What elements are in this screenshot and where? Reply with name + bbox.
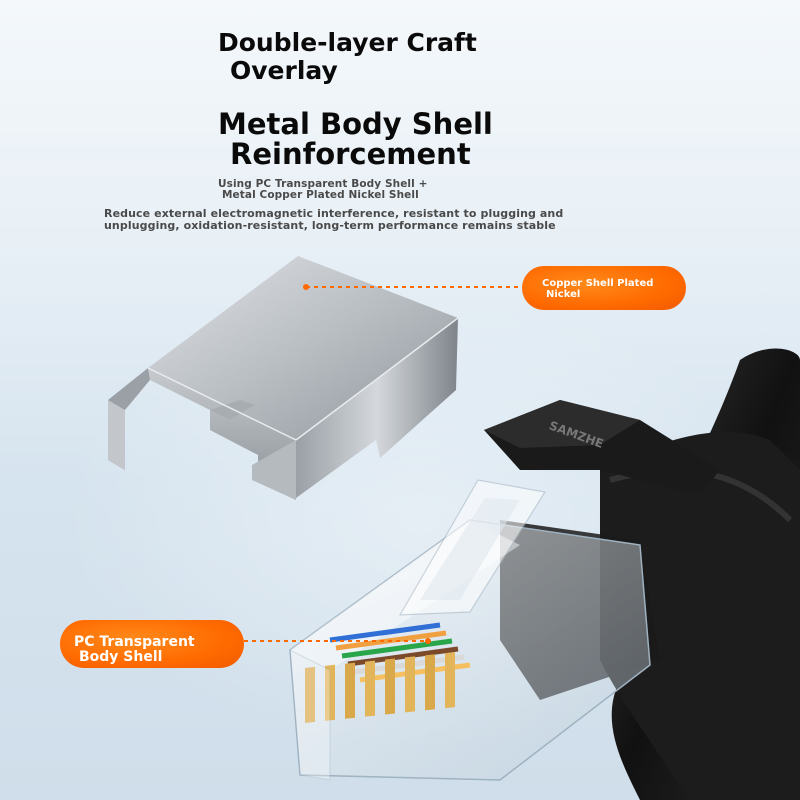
latch-tab: SAMZHE [484, 400, 720, 495]
rj45-connector-icon [289, 479, 660, 781]
subtitle-line-1: Using PC Transparent Body Shell + [218, 178, 428, 190]
subtitle-line-2: Metal Copper Plated Nickel Shell [222, 189, 419, 201]
headline-line-1b: Overlay [230, 56, 338, 85]
gold-contacts [305, 652, 455, 723]
metal-shield-icon [108, 256, 459, 500]
callout-pc-line-2: Body Shell [79, 649, 163, 665]
headline-line-2b: Reinforcement [230, 137, 471, 171]
headline-line-1a: Double-layer Craft [218, 28, 477, 57]
callout-pc-line-1: PC Transparent [74, 634, 195, 650]
callout-copper-shell: Copper Shell Plated Nickel [522, 266, 686, 310]
callout-copper-line-1: Copper Shell Plated [542, 278, 654, 289]
description-line-1: Reduce external electromagnetic interfer… [104, 207, 564, 220]
callout-pc-body-shell: PC Transparent Body Shell [60, 620, 244, 668]
headline-line-2a: Metal Body Shell [218, 107, 493, 141]
callout-copper-line-2: Nickel [546, 289, 581, 300]
description-line-2: unplugging, oxidation-resistant, long-te… [104, 219, 556, 232]
